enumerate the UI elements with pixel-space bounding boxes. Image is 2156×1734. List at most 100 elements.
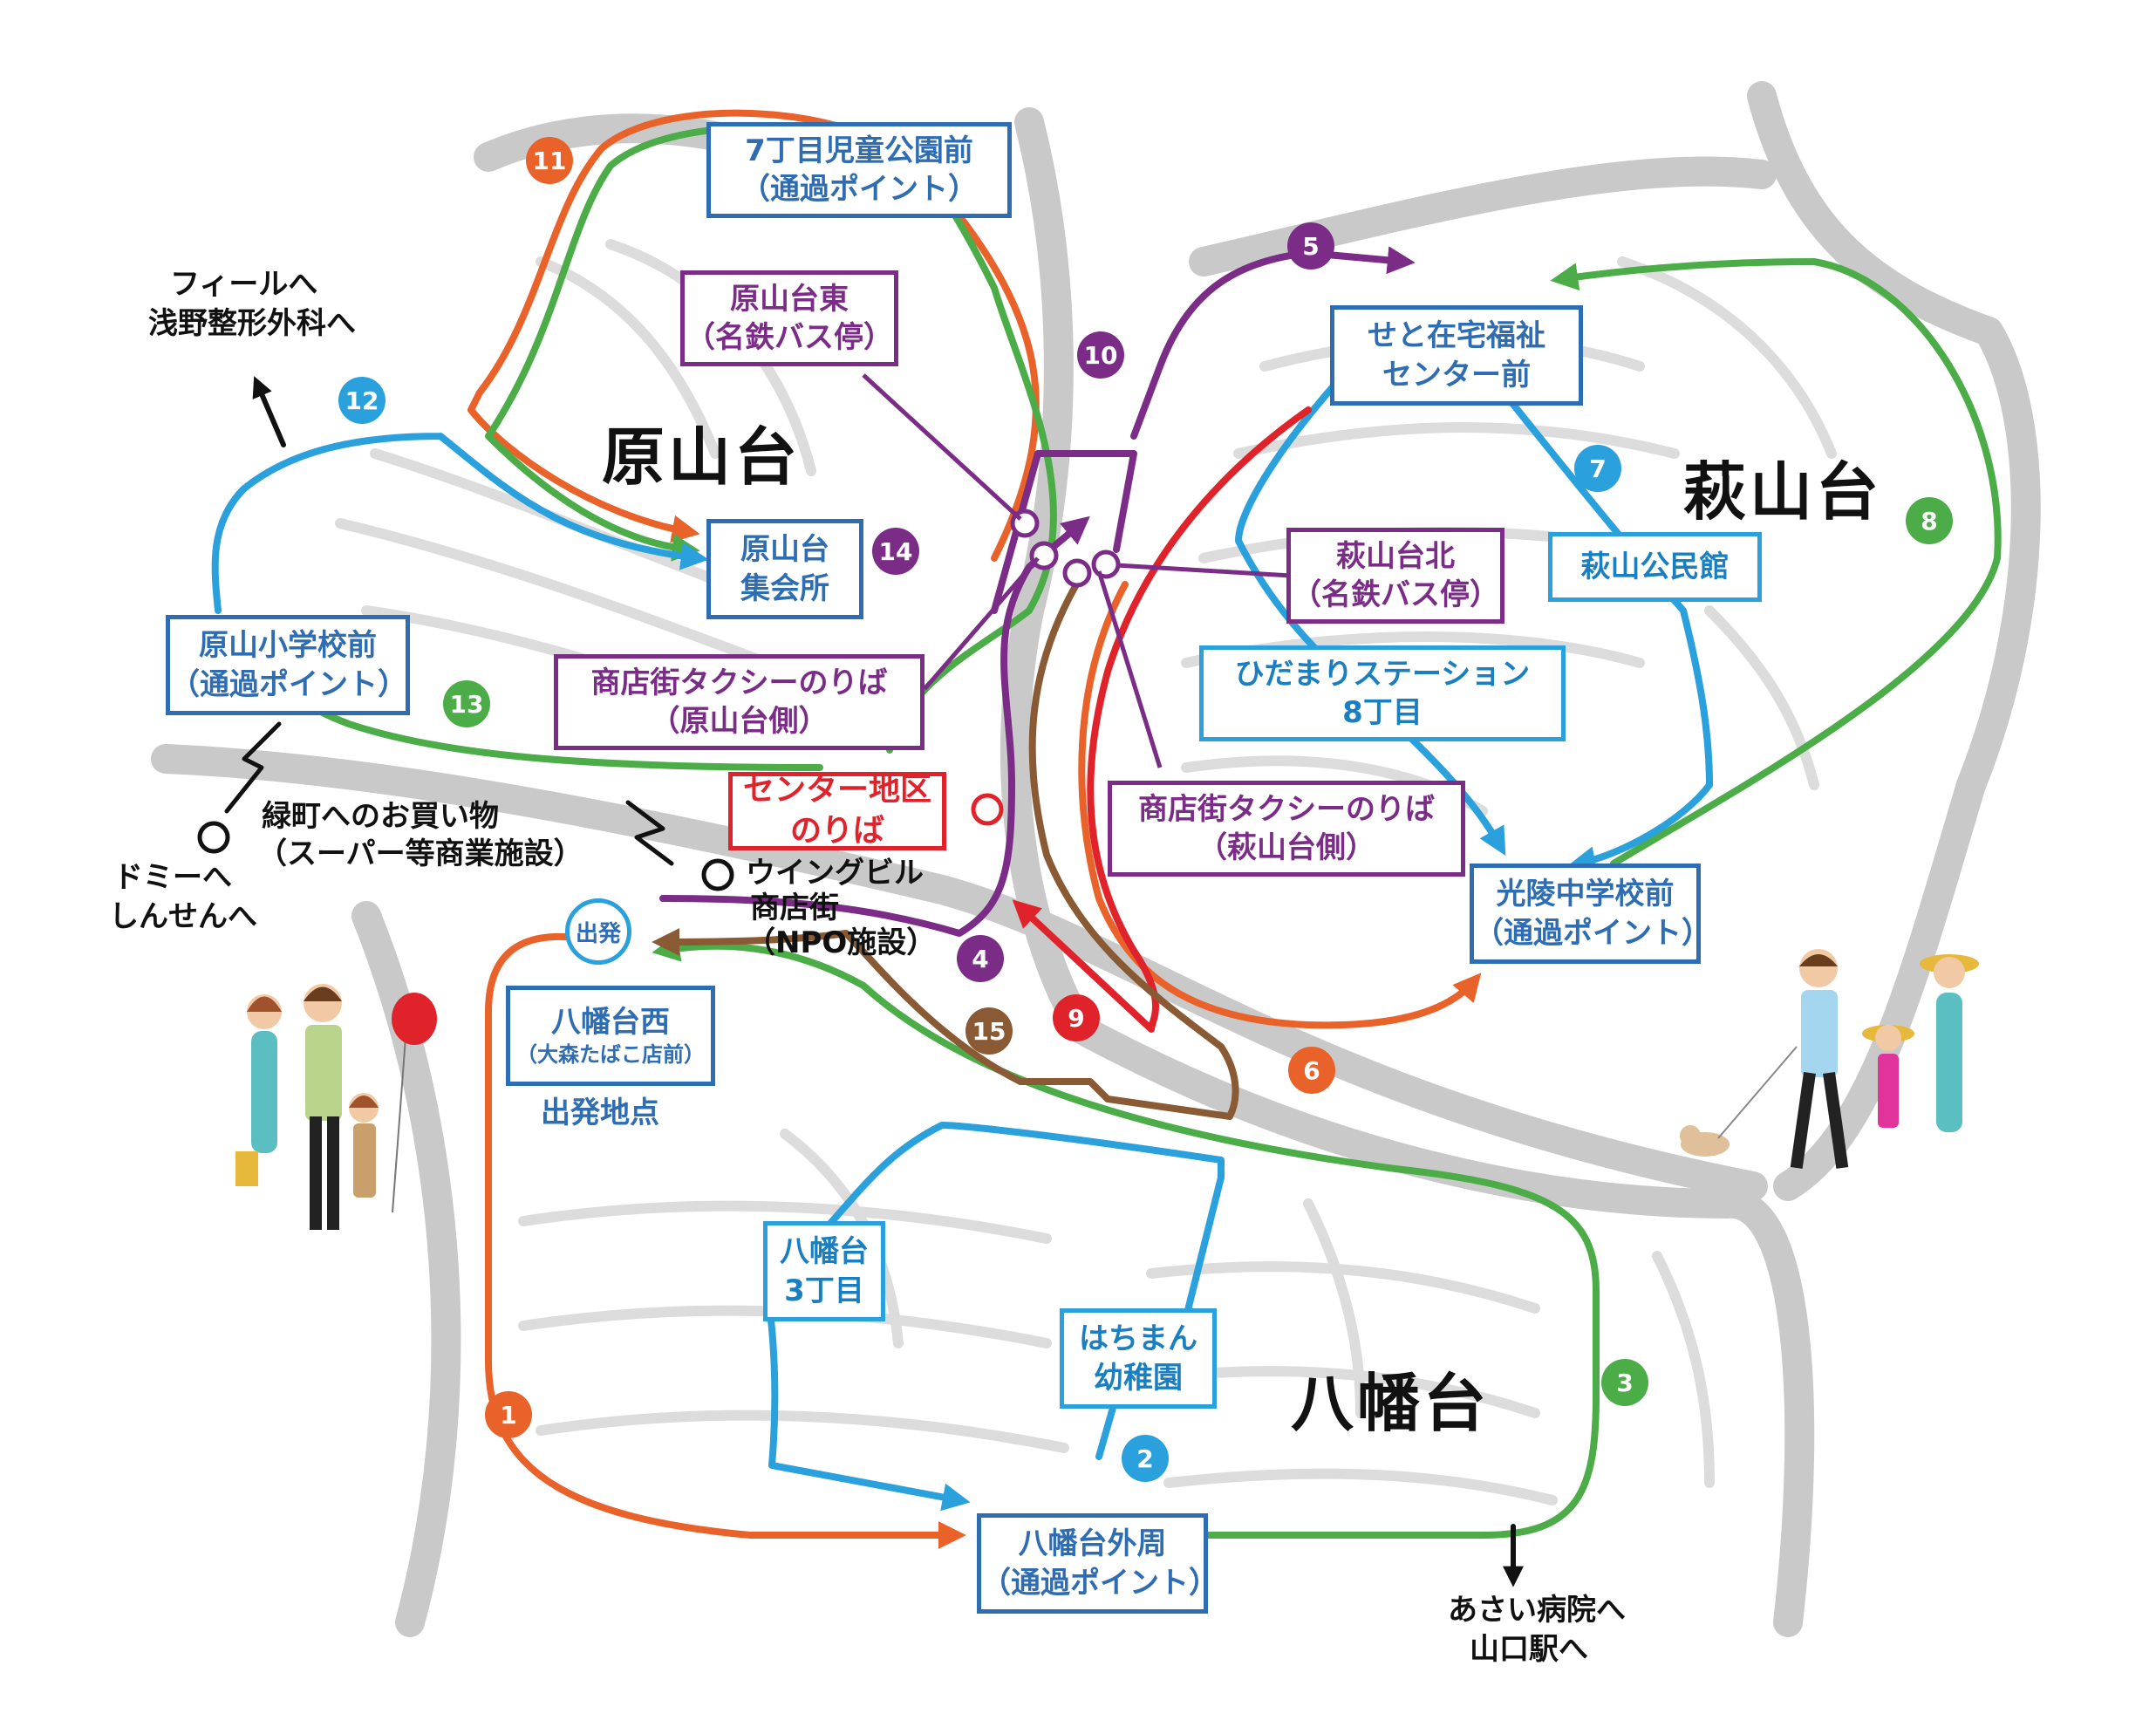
start-point-label: 出発地点 xyxy=(541,1096,659,1130)
area-hagiyamadai: 萩山台 xyxy=(1683,455,1883,529)
family-illustration-right xyxy=(1680,949,1979,1169)
stop-harayama-school-line2: （通過ポイント） xyxy=(170,666,407,702)
route-badge-13-num: 13 xyxy=(449,689,484,719)
stop-kindergarten-line2: 幼稚園 xyxy=(1094,1360,1183,1396)
stop-hachiman-outer[interactable]: 八幡台外周 （通過ポイント） xyxy=(977,1513,1218,1614)
stop-harayama-east-line2: （名鉄バス停） xyxy=(686,320,893,355)
route-badge-7-num: 7 xyxy=(1589,454,1607,483)
label-shinsen: しんせんへ xyxy=(109,899,257,934)
stop-hagiyama-north-line1: 萩山台北 xyxy=(1336,538,1455,574)
family-illustration-left xyxy=(235,984,437,1230)
stop-park7-line1: 7丁目児童公園前 xyxy=(745,133,973,168)
label-wing-3: （NPO施設） xyxy=(746,925,937,960)
stop-seto-welfare-line1: せと在宅福祉 xyxy=(1368,318,1545,354)
stop-hachiman-west[interactable]: 八幡台西 （大森たばこ店前） xyxy=(506,986,715,1086)
route-badge-2-num: 2 xyxy=(1136,1444,1154,1473)
stop-hidamari-line2: 8丁目 xyxy=(1342,695,1423,730)
route-badge-1-num: 1 xyxy=(500,1400,517,1430)
route-badge-6: 6 xyxy=(1288,1047,1335,1094)
stop-center-line1: センター地区のりば xyxy=(742,772,931,849)
label-feel: フィールへ xyxy=(170,267,318,302)
stop-taxi-harayama-line1: 商店街タクシーのりば xyxy=(590,665,888,700)
stop-koryo-line2: （通過ポイント） xyxy=(1474,915,1711,951)
label-yamaguchi: 山口駅へ xyxy=(1470,1632,1588,1667)
route-badge-6-num: 6 xyxy=(1303,1055,1320,1085)
route-badge-15: 15 xyxy=(965,1007,1013,1055)
route-badge-5-num: 5 xyxy=(1302,231,1320,261)
stop-hagiyama-hall[interactable]: 萩山公民館 xyxy=(1548,532,1762,602)
stop-harayama-hall-line1: 原山台 xyxy=(740,532,829,568)
stop-koryo[interactable]: 光陵中学校前 （通過ポイント） xyxy=(1470,864,1711,964)
route-badge-4-num: 4 xyxy=(972,944,989,973)
stop-harayama-east[interactable]: 原山台東 （名鉄バス停） xyxy=(680,270,898,366)
route-badge-10: 10 xyxy=(1077,331,1124,379)
stop-kindergarten-line1: はちまん xyxy=(1079,1321,1197,1357)
route-badge-8: 8 xyxy=(1906,497,1953,544)
stop-harayama-school-line1: 原山小学校前 xyxy=(199,628,377,664)
route-badge-11: 11 xyxy=(526,137,573,184)
route-blue-east xyxy=(1479,363,1713,874)
label-asai: あさい病院へ xyxy=(1448,1593,1626,1628)
stop-harayama-hall[interactable]: 原山台 集会所 xyxy=(706,519,863,619)
stop-hachiman-3[interactable]: 八幡台 3丁目 xyxy=(763,1221,885,1321)
area-harayamadai: 原山台 xyxy=(602,420,802,494)
stop-hachiman-outer-line1: 八幡台外周 xyxy=(1018,1526,1167,1562)
stop-seto-welfare-line2: センター前 xyxy=(1382,357,1531,393)
route-badge-5: 5 xyxy=(1287,222,1334,270)
zigzag-midori xyxy=(224,721,282,814)
route-badge-12: 12 xyxy=(338,377,385,424)
stop-hidamari[interactable]: ひだまりステーション 8丁目 xyxy=(1199,645,1566,741)
route-badge-3-num: 3 xyxy=(1616,1368,1634,1397)
stop-hachiman-west-line2: （大森たばこ店前） xyxy=(516,1042,705,1067)
route-badge-14: 14 xyxy=(872,528,919,575)
route-orange-south xyxy=(485,932,966,1549)
stop-hachiman-3-line1: 八幡台 xyxy=(780,1234,869,1270)
stop-kindergarten[interactable]: はちまん 幼稚園 xyxy=(1060,1308,1217,1409)
stop-taxi-harayama-line2: （原山台側） xyxy=(650,704,829,739)
stop-park7[interactable]: 7丁目児童公園前 （通過ポイント） xyxy=(706,122,1012,218)
route-badge-1: 1 xyxy=(485,1391,532,1438)
stop-hachiman-outer-line2: （通過ポイント） xyxy=(981,1565,1218,1601)
route-badge-7: 7 xyxy=(1574,445,1621,492)
stop-koryo-line1: 光陵中学校前 xyxy=(1496,877,1675,912)
stop-harayama-east-line1: 原山台東 xyxy=(730,281,849,317)
route-orange-north xyxy=(467,109,1040,562)
stop-seto-welfare[interactable]: せと在宅福祉 センター前 xyxy=(1330,305,1583,406)
stop-hachiman-3-line2: 3丁目 xyxy=(784,1273,864,1308)
stop-hagiyama-north-line2: （名鉄バス停） xyxy=(1292,577,1499,612)
stop-hachiman-west-line1: 八幡台西 xyxy=(551,1004,670,1040)
route-badge-10-num: 10 xyxy=(1083,340,1118,370)
stop-harayama-school[interactable]: 原山小学校前 （通過ポイント） xyxy=(166,615,410,715)
label-domy: ドミーへ xyxy=(113,860,232,895)
route-badge-13: 13 xyxy=(443,680,490,727)
label-asano: 浅野整形外科へ xyxy=(148,306,356,341)
label-wing-1: ウイングビル xyxy=(746,856,924,891)
label-midori-2: （スーパー等商業施設） xyxy=(257,836,583,871)
route-green-east xyxy=(1550,258,2002,867)
stop-taxi-hagiyama[interactable]: 商店街タクシーのりば （萩山台側） xyxy=(1108,781,1465,877)
route-brown xyxy=(652,572,1239,1120)
route-badge-9-num: 9 xyxy=(1068,1003,1085,1033)
route-badge-9: 9 xyxy=(1053,994,1100,1041)
stop-taxi-harayama[interactable]: 商店街タクシーのりば （原山台側） xyxy=(554,654,924,750)
route-badge-14-num: 14 xyxy=(878,536,913,566)
arrow-to-feel xyxy=(252,376,286,447)
stop-hagiyama-north[interactable]: 萩山台北 （名鉄バス停） xyxy=(1286,528,1504,624)
route-badge-2: 2 xyxy=(1122,1435,1169,1482)
route-blue-west xyxy=(211,433,698,614)
area-hachimandai: 八幡台 xyxy=(1291,1367,1491,1440)
route-badge-4: 4 xyxy=(957,935,1004,982)
stop-center[interactable]: センター地区のりば xyxy=(728,772,946,850)
route-badge-12-num: 12 xyxy=(345,386,379,415)
stop-hidamari-line1: ひだまりステーション xyxy=(1234,656,1531,692)
start-marker[interactable]: 出発 xyxy=(565,898,631,965)
route-green-south xyxy=(652,934,1600,1539)
route-badge-15-num: 15 xyxy=(972,1016,1006,1046)
route-purple-main xyxy=(659,515,1090,937)
stop-harayama-hall-line2: 集会所 xyxy=(740,570,829,606)
route-badge-8-num: 8 xyxy=(1921,506,1938,536)
zigzag-wing xyxy=(625,800,674,866)
stop-hagiyama-hall-line1: 萩山公民館 xyxy=(1580,549,1730,584)
route-badge-11-num: 11 xyxy=(532,146,567,175)
label-wing-2: 商店街 xyxy=(750,891,839,925)
